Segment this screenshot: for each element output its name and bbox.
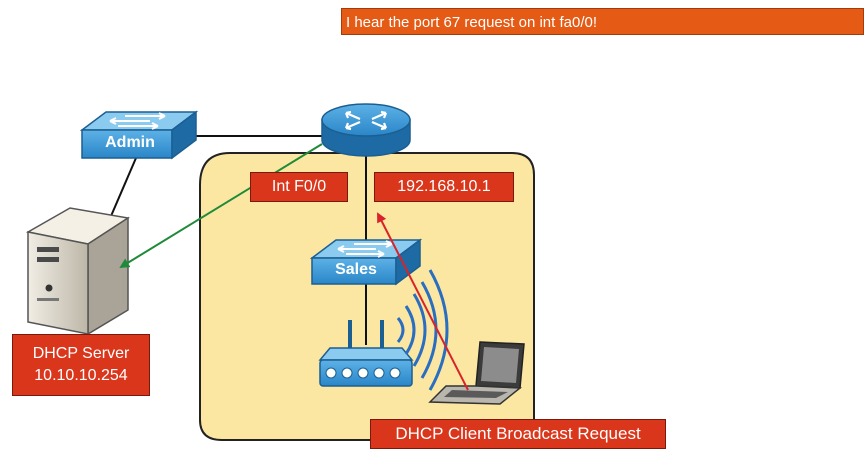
ghost-text-line2: 10.10.10.254:4567! [457,58,579,74]
laptop-icon [428,341,525,405]
broadcast-request-arrow [377,212,469,391]
relay-banner: I hear the port 67 request on int fa0/0! [341,8,864,35]
access-point-icon [318,320,414,387]
dhcp-relay-arrow [119,143,323,269]
dhcp-server-label: DHCP Server 10.10.10.254 [12,334,150,396]
dhcp-server-ip: 10.10.10.254 [34,367,128,384]
sales-switch-label: Sales [335,261,377,278]
router-ip-label: 192.168.10.1 [374,172,514,202]
dhcp-server-title: DHCP Server [32,345,130,362]
server-tower-icon [25,207,131,336]
ghost-text-line1: I have the address 10.10.10.254 saved to [389,38,647,54]
admin-switch-label: Admin [105,134,155,151]
admin-switch-icon [79,110,199,160]
interface-label: Int F0/0 [250,172,348,202]
router-icon [321,103,411,157]
wireless-waves-icon [396,269,449,391]
sales-switch-icon [309,238,423,286]
client-request-label: DHCP Client Broadcast Request [370,419,666,449]
